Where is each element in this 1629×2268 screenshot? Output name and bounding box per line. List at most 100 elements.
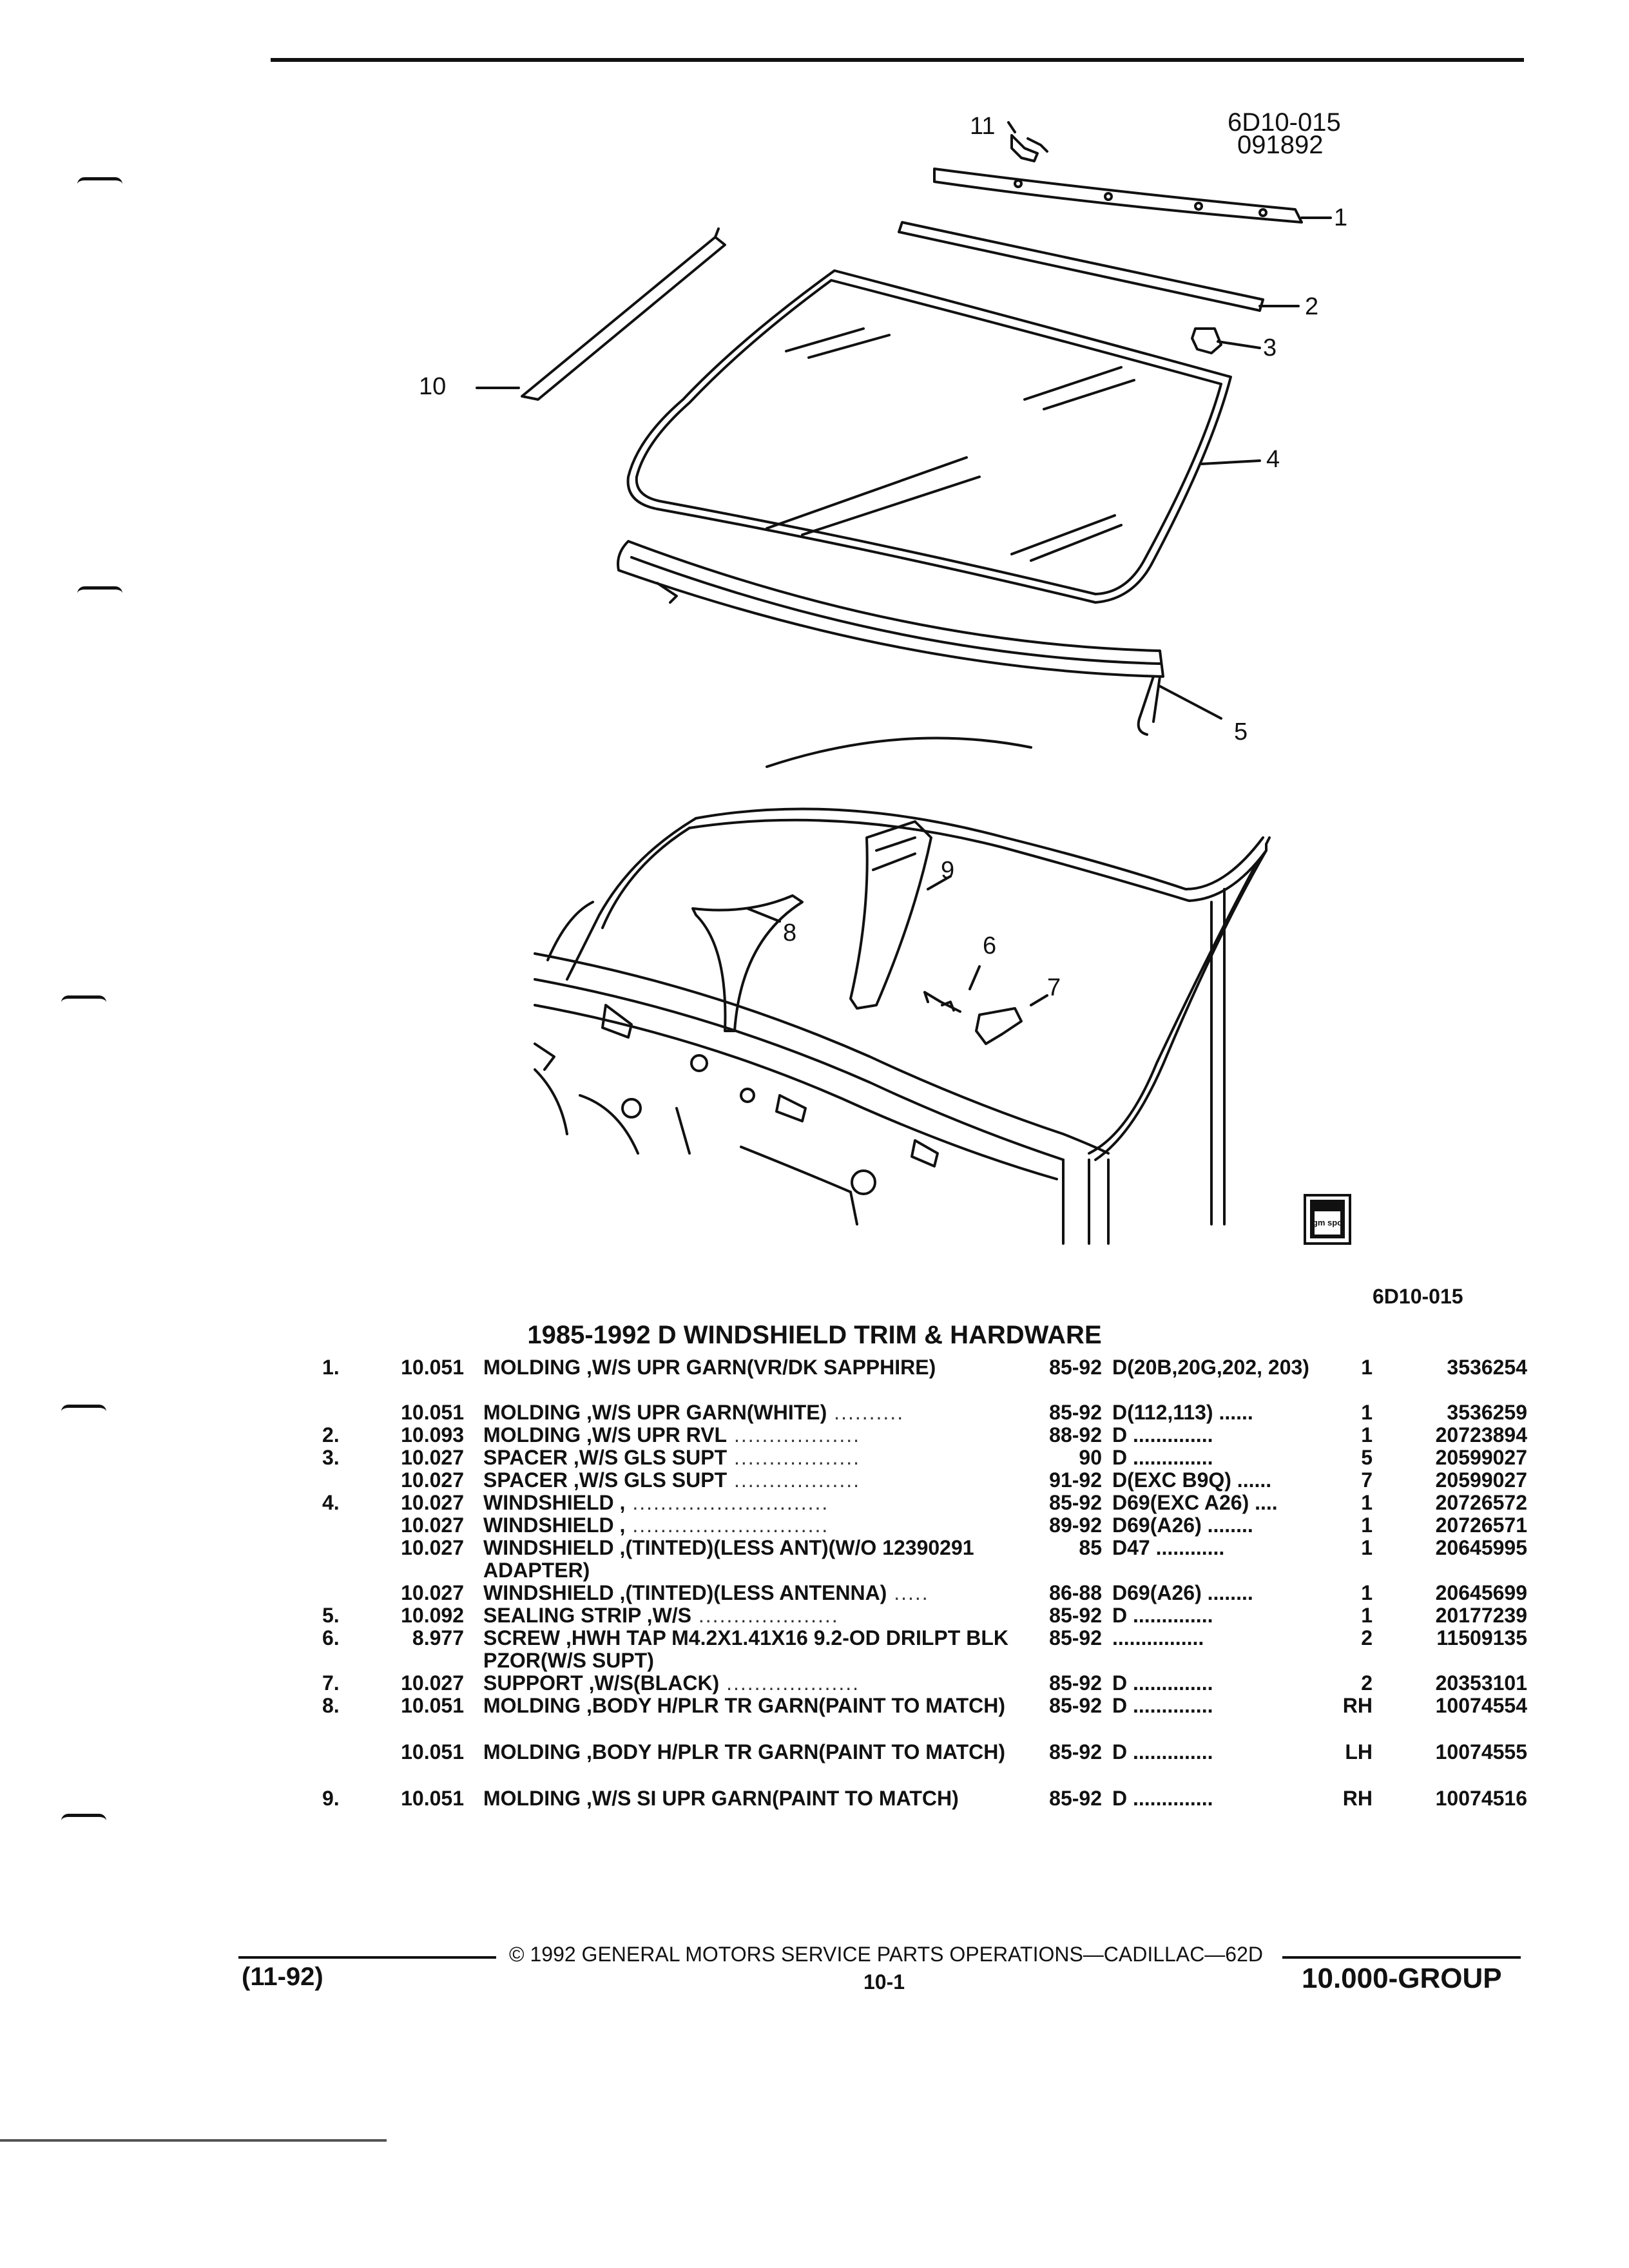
section-number: 10.027	[401, 1514, 464, 1537]
application: D(112,113) ......	[1112, 1401, 1253, 1424]
quantity: 2	[1361, 1626, 1373, 1649]
model-years: 85-92	[1049, 1356, 1102, 1379]
model-years: 91-92	[1049, 1468, 1102, 1492]
part-number: 10074516	[1435, 1787, 1527, 1810]
part-number: 10074554	[1435, 1694, 1527, 1717]
page-number: 10-1	[863, 1970, 905, 1994]
application: D(EXC B9Q) ......	[1112, 1468, 1272, 1492]
application: D ..............	[1112, 1740, 1213, 1763]
part-description: WINDSHIELD , ...........................…	[483, 1491, 829, 1514]
part-description: SEALING STRIP ,W/S ....................	[483, 1604, 839, 1627]
part-4-windshield	[626, 269, 1232, 604]
quantity: 7	[1361, 1468, 1373, 1492]
application: ................	[1112, 1626, 1204, 1649]
part-number: 20599027	[1435, 1446, 1527, 1469]
item-number: 5.	[322, 1604, 340, 1627]
callout-8: 8	[783, 919, 796, 947]
item-number: 6.	[322, 1626, 340, 1649]
part-number: 20645699	[1435, 1581, 1527, 1604]
part-description: SPACER ,W/S GLS SUPT ..................	[483, 1468, 861, 1492]
model-years: 85-92	[1049, 1491, 1102, 1514]
quantity: 1	[1361, 1356, 1373, 1379]
part-description: MOLDING ,BODY H/PLR TR GARN(PAINT TO MAT…	[483, 1740, 1006, 1763]
part-number: 3536259	[1447, 1401, 1527, 1424]
table-row: 1. 10.051 MOLDING ,W/S UPR GARN(VR/DK SA…	[303, 1356, 1527, 1401]
item-number: 9.	[322, 1787, 340, 1810]
part-description: MOLDING ,W/S SI UPR GARN(PAINT TO MATCH)	[483, 1787, 959, 1810]
binder-hole-mark	[77, 177, 122, 184]
callout-9: 9	[941, 857, 954, 884]
application: D69(A26) ........	[1112, 1514, 1253, 1537]
model-years: 86-88	[1049, 1581, 1102, 1604]
model-years: 88-92	[1049, 1423, 1102, 1446]
callout-10: 10	[419, 373, 446, 400]
application: D ..............	[1112, 1787, 1213, 1810]
application: D69(A26) ........	[1112, 1581, 1253, 1604]
table-row: 10.051 MOLDING ,BODY H/PLR TR GARN(PAINT…	[303, 1741, 1527, 1787]
section-number: 10.092	[401, 1604, 464, 1627]
item-number: 1.	[322, 1356, 340, 1379]
model-years: 85-92	[1049, 1694, 1102, 1717]
model-years: 85	[1079, 1536, 1102, 1559]
table-row: 10.027 WINDSHIELD ,(TINTED)(LESS ANT)(W/…	[303, 1537, 1527, 1582]
part-description: WINDSHIELD , ...........................…	[483, 1514, 829, 1537]
quantity: 1	[1361, 1491, 1373, 1514]
gm-spo-logo-text: gm spo	[1313, 1218, 1342, 1227]
part-number: 20726571	[1435, 1514, 1527, 1537]
callout-6: 6	[983, 932, 996, 959]
page-title: 1985-1992 D WINDSHIELD TRIM & HARDWARE	[527, 1321, 1102, 1349]
part-7-support	[975, 1007, 1023, 1045]
table-row: 8. 10.051 MOLDING ,BODY H/PLR TR GARN(PA…	[303, 1695, 1527, 1741]
table-row: 10.027 WINDSHIELD ,(TINTED)(LESS ANTENNA…	[303, 1582, 1527, 1604]
application: D ..............	[1112, 1604, 1213, 1627]
model-years: 85-92	[1049, 1787, 1102, 1810]
callout-7: 7	[1047, 974, 1061, 1001]
part-description: MOLDING ,W/S UPR GARN(WHITE) ..........	[483, 1401, 905, 1424]
section-number: 8.977	[412, 1626, 464, 1649]
table-row: 9. 10.051 MOLDING ,W/S SI UPR GARN(PAINT…	[303, 1787, 1527, 1834]
table-row: 10.051 MOLDING ,W/S UPR GARN(WHITE) ....…	[303, 1401, 1527, 1424]
section-number: 10.051	[401, 1401, 464, 1424]
quantity: 1	[1361, 1423, 1373, 1446]
part-number: 11509135	[1436, 1626, 1527, 1649]
application: D ..............	[1112, 1694, 1213, 1717]
section-number: 10.027	[401, 1671, 464, 1695]
application: D ..............	[1112, 1446, 1213, 1469]
table-row: 7. 10.027 SUPPORT ,W/S(BLACK) ..........…	[303, 1672, 1527, 1695]
section-number: 10.051	[401, 1787, 464, 1810]
quantity: RH	[1342, 1787, 1373, 1810]
section-number: 10.027	[401, 1468, 464, 1492]
part-9-side-molding	[849, 820, 932, 1010]
model-years: 89-92	[1049, 1514, 1102, 1537]
quantity: 2	[1361, 1671, 1373, 1695]
table-row: 6. 8.977 SCREW ,HWH TAP M4.2X1.41X16 9.2…	[303, 1627, 1527, 1672]
revision-date: (11-92)	[242, 1963, 323, 1991]
table-row: 10.027 SPACER ,W/S GLS SUPT ............…	[303, 1469, 1527, 1492]
item-number: 2.	[322, 1423, 340, 1446]
binder-hole-mark	[61, 995, 106, 1003]
section-number: 10.027	[401, 1536, 464, 1559]
part-5-sealing-strip	[617, 540, 1164, 736]
diagram-date: 091892	[1237, 131, 1324, 159]
part-8-pillar-molding	[691, 894, 804, 1032]
part-number: 20599027	[1435, 1468, 1527, 1492]
part-3-spacer	[1191, 327, 1222, 354]
parts-table: 1. 10.051 MOLDING ,W/S UPR GARN(VR/DK SA…	[303, 1356, 1527, 1834]
part-description: SCREW ,HWH TAP M4.2X1.41X16 9.2-OD DRILP…	[483, 1626, 1008, 1672]
part-6-screw	[923, 991, 961, 1013]
part-number: 20177239	[1435, 1604, 1527, 1627]
model-years: 85-92	[1049, 1671, 1102, 1695]
callout-5: 5	[1234, 718, 1248, 745]
table-row: 4. 10.027 WINDSHIELD , .................…	[303, 1492, 1527, 1514]
application: D47 ............	[1112, 1536, 1225, 1559]
part-description: MOLDING ,W/S UPR GARN(VR/DK SAPPHIRE)	[483, 1356, 936, 1379]
section-number: 10.051	[401, 1740, 464, 1763]
binder-hole-mark	[77, 586, 122, 593]
table-row: 5. 10.092 SEALING STRIP ,W/S ...........…	[303, 1604, 1527, 1627]
item-number: 7.	[322, 1671, 340, 1695]
part-description: MOLDING ,BODY H/PLR TR GARN(PAINT TO MAT…	[483, 1694, 1006, 1717]
quantity: 5	[1361, 1446, 1373, 1469]
callout-11: 11	[970, 113, 995, 140]
table-row: 2. 10.093 MOLDING ,W/S UPR RVL .........…	[303, 1424, 1527, 1446]
diagram-code: 6D10-015	[1228, 108, 1341, 137]
